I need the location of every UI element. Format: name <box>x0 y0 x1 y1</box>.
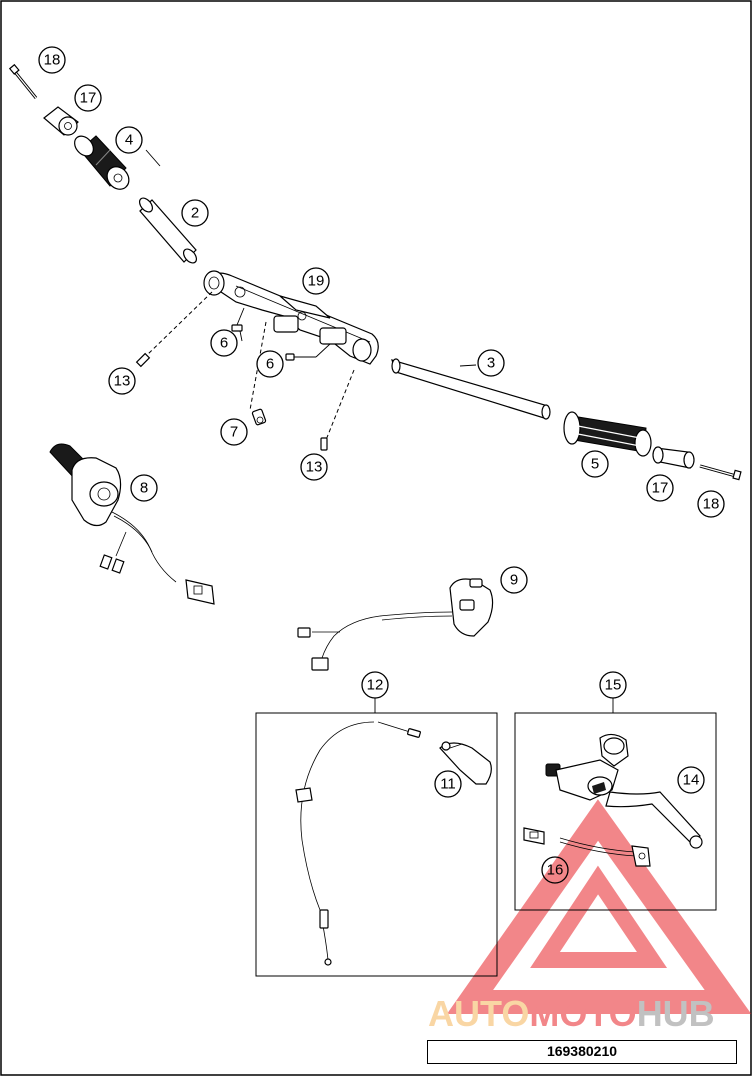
bar-end-left <box>43 106 79 136</box>
clamp-screw-lower <box>285 343 331 361</box>
callout-5: 5 <box>581 450 609 478</box>
svg-text:2: 2 <box>191 205 199 222</box>
svg-text:11: 11 <box>440 776 456 793</box>
callout-3: 3 <box>477 349 505 377</box>
watermark-auto: AUTO <box>428 993 529 1034</box>
handlebar-clamp <box>203 270 379 365</box>
callout-16: 16 <box>541 856 569 884</box>
cable-cover <box>439 741 492 785</box>
svg-text:7: 7 <box>230 424 238 441</box>
callout-6-lower: 6 <box>256 350 284 378</box>
grip-left <box>74 135 130 190</box>
svg-text:13: 13 <box>114 373 131 390</box>
svg-text:15: 15 <box>605 677 622 694</box>
callout-6-upper: 6 <box>210 329 238 357</box>
callout-7: 7 <box>220 418 248 446</box>
grip-right <box>563 411 652 457</box>
callout-14: 14 <box>677 766 705 794</box>
callout-17-left: 17 <box>74 84 102 112</box>
svg-text:3: 3 <box>487 355 495 372</box>
svg-text:12: 12 <box>367 677 384 694</box>
svg-text:4: 4 <box>125 132 133 149</box>
callout-15: 15 <box>599 671 627 699</box>
handlebar-tube-right <box>391 358 551 420</box>
bar-end-screw-right <box>699 464 742 481</box>
throttle-cable-box <box>255 712 498 977</box>
callout-13-left: 13 <box>108 367 136 395</box>
watermark-moto: MOTO <box>529 993 636 1034</box>
watermark: AUTOMOTOHUB <box>428 799 752 1034</box>
watermark-hub: HUB <box>637 993 715 1034</box>
svg-text:14: 14 <box>683 772 700 789</box>
callout-12: 12 <box>361 671 389 699</box>
callout-2: 2 <box>181 199 209 227</box>
throttle-tube <box>138 197 198 264</box>
svg-text:6: 6 <box>220 335 228 352</box>
callout-19: 19 <box>302 267 330 295</box>
callout-18-right: 18 <box>697 490 725 518</box>
clamp-screw-upper <box>231 307 245 332</box>
lever-assembly-box <box>514 712 717 911</box>
callout-11: 11 <box>434 770 462 798</box>
screw-13-left <box>135 291 213 368</box>
bar-end-right <box>652 446 695 469</box>
callout-9: 9 <box>500 566 528 594</box>
svg-text:9: 9 <box>510 572 518 589</box>
callout-17-right: 17 <box>646 474 674 502</box>
screw-13-right <box>320 369 355 451</box>
document-number: 169380210 <box>427 1040 737 1064</box>
svg-text:5: 5 <box>591 456 599 473</box>
callout-18-left: 18 <box>38 46 66 74</box>
throttle-cable <box>295 721 421 966</box>
svg-text:19: 19 <box>308 273 325 290</box>
svg-text:8: 8 <box>140 480 148 497</box>
callout-13-right: 13 <box>300 453 328 481</box>
svg-text:AUTOMOTOHUB: AUTOMOTOHUB <box>428 993 715 1034</box>
callout-8: 8 <box>130 474 158 502</box>
hand-lever-assembly <box>545 733 703 849</box>
lever-switch-cable <box>523 827 651 867</box>
svg-text:18: 18 <box>44 52 61 69</box>
handlebar-switch-right <box>297 578 494 671</box>
callout-4: 4 <box>115 126 143 154</box>
svg-text:13: 13 <box>306 459 323 476</box>
svg-text:6: 6 <box>266 356 274 373</box>
bar-end-screw-left <box>8 63 38 99</box>
svg-text:18: 18 <box>703 496 720 513</box>
svg-text:17: 17 <box>80 90 97 107</box>
watermark-triangle <box>446 799 752 1014</box>
svg-text:16: 16 <box>547 862 564 879</box>
throttle-switch-assembly <box>49 443 215 605</box>
svg-text:17: 17 <box>652 480 669 497</box>
